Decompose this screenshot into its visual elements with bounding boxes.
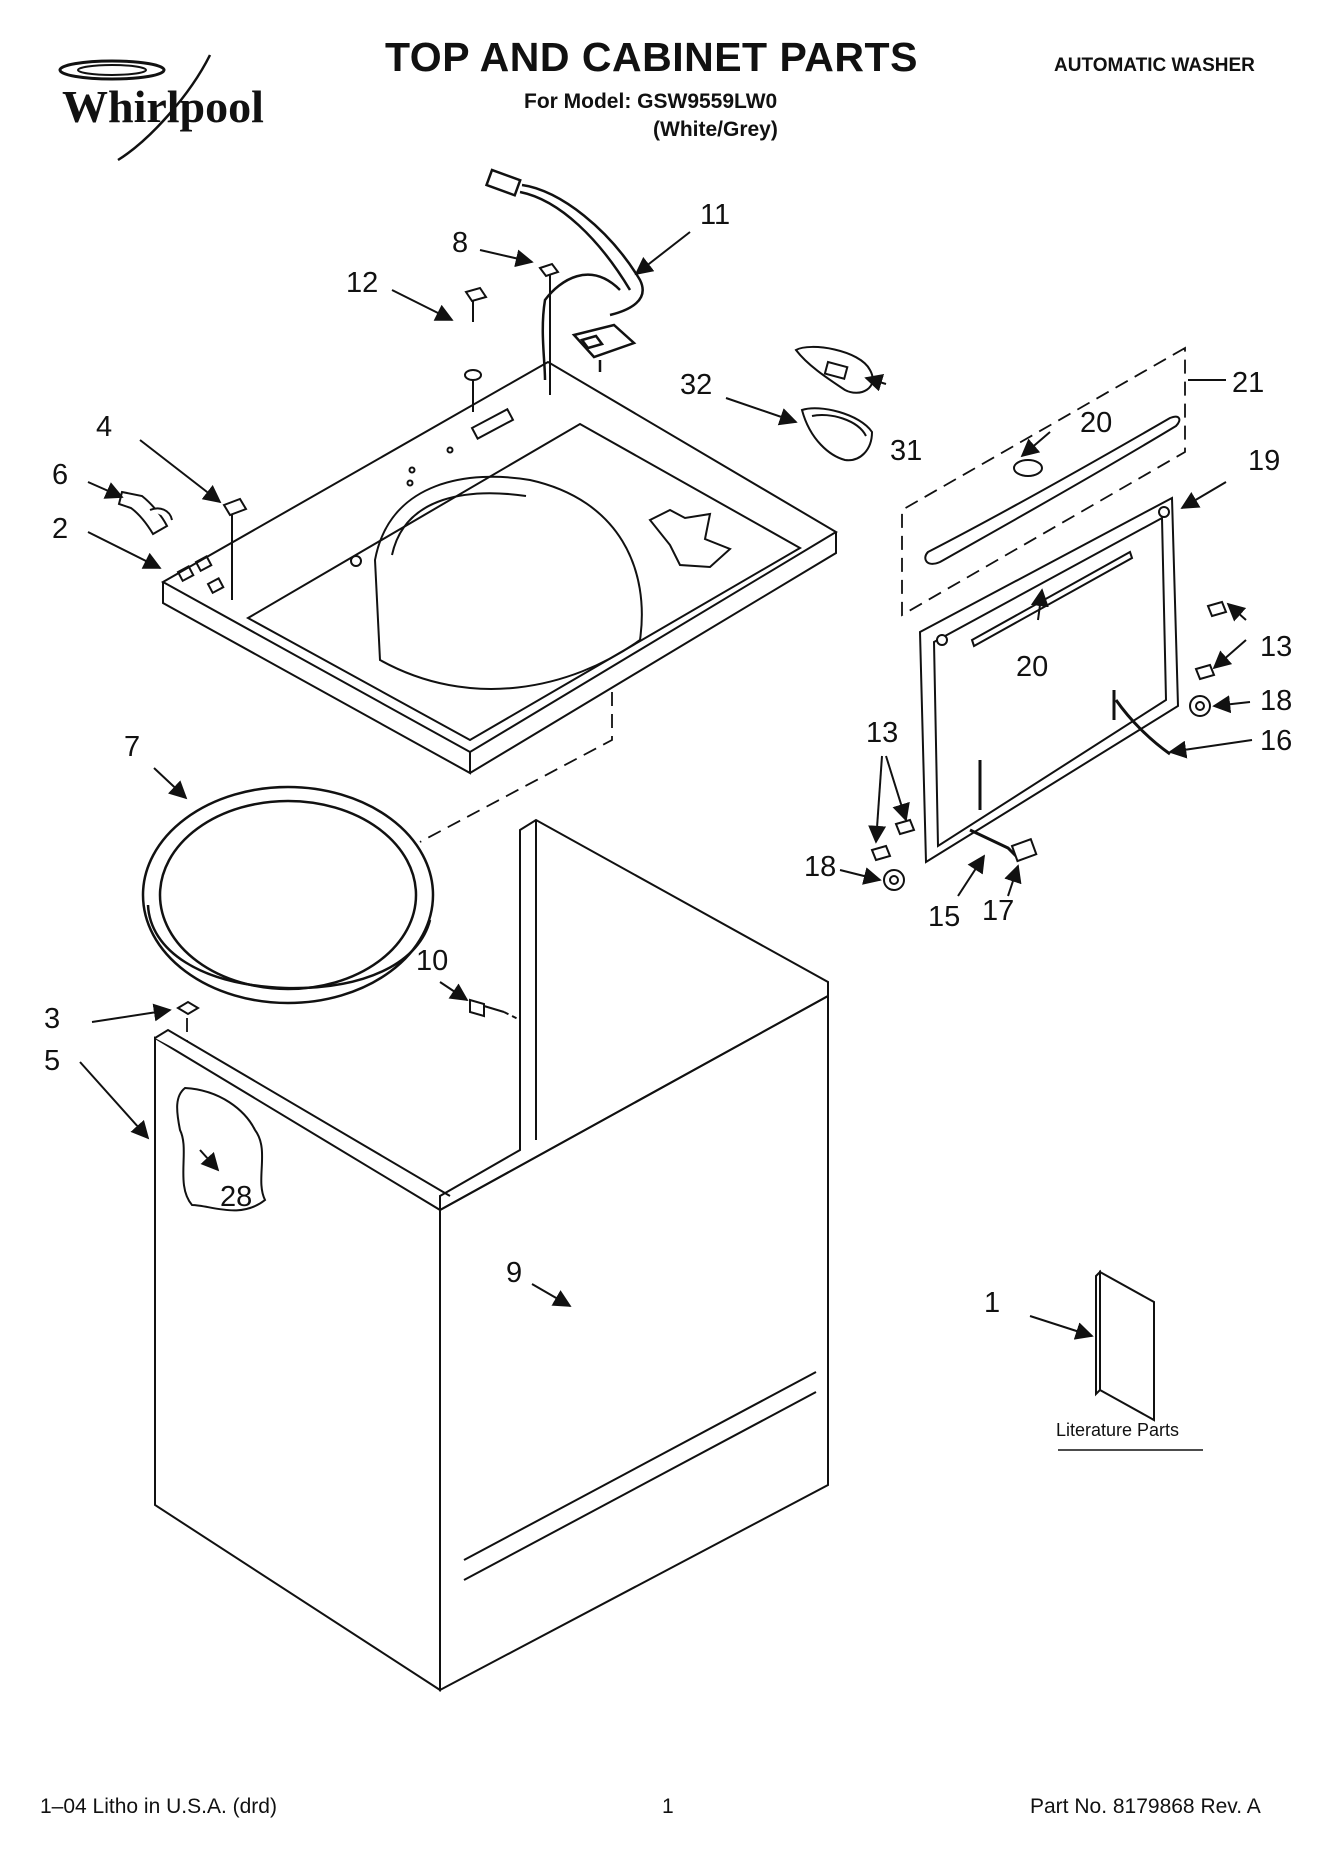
callout-5: 5: [44, 1045, 60, 1077]
callout-16: 16: [1260, 725, 1292, 757]
page-title: TOP AND CABINET PARTS: [385, 34, 918, 80]
callout-15: 15: [928, 901, 960, 933]
callout-8: 8: [452, 227, 468, 259]
wire-harness: [484, 168, 644, 381]
color-line: (White/Grey): [653, 118, 778, 141]
page-number: 1: [662, 1795, 674, 1818]
product-type: AUTOMATIC WASHER: [1054, 55, 1255, 76]
callout-18-left: 18: [804, 851, 836, 883]
callout-11: 11: [700, 199, 730, 231]
cabinet: [154, 818, 829, 1692]
lid-screws: [870, 600, 1228, 891]
screw-10: [469, 998, 521, 1021]
callout-3: 3: [44, 1003, 60, 1035]
hinge-clip-4: [222, 497, 248, 600]
part-number: Part No. 8179868 Rev. A: [1030, 1795, 1261, 1818]
brand-wordmark: Whirlpool: [62, 81, 264, 132]
literature-label: Literature Parts: [1056, 1420, 1180, 1440]
lid-frame: [918, 496, 1180, 864]
lid-trim: [924, 415, 1181, 565]
whirlpool-logo: Whirlpool: [58, 54, 264, 162]
callout-9: 9: [506, 1257, 522, 1289]
callout-6: 6: [52, 459, 68, 491]
callout-12: 12: [346, 267, 378, 299]
callout-13-left: 13: [866, 717, 898, 749]
screw-12: [464, 286, 488, 412]
model-line: For Model: GSW9559LW0: [524, 90, 778, 113]
callout-4: 4: [96, 411, 112, 443]
callout-19: 19: [1248, 445, 1280, 477]
callout-10: 10: [416, 945, 448, 977]
top-panel: [160, 360, 838, 775]
callout-13-right: 13: [1260, 631, 1292, 663]
hinge-rods: [969, 690, 1171, 863]
dispenser-cup: [794, 346, 874, 462]
callout-1: 1: [984, 1287, 1000, 1319]
literature-booklet: [1095, 1269, 1155, 1422]
tub-ring: [141, 785, 435, 1005]
screw-8: [538, 262, 560, 395]
callout-20: 20: [1016, 651, 1048, 683]
callout-7: 7: [124, 731, 140, 763]
callout-21: 21: [1232, 367, 1264, 399]
callout-31: 31: [890, 435, 922, 467]
callout-17: 17: [982, 895, 1014, 927]
callout-2: 2: [52, 513, 68, 545]
cabinet-nut: [176, 1000, 200, 1016]
callout-22: 20: [1080, 407, 1112, 439]
print-info: 1–04 Litho in U.S.A. (drd): [40, 1795, 277, 1818]
callout-28: 28: [220, 1181, 252, 1213]
clip-6: [117, 490, 173, 536]
callout-18-right: 18: [1260, 685, 1292, 717]
callout-32: 32: [680, 369, 712, 401]
